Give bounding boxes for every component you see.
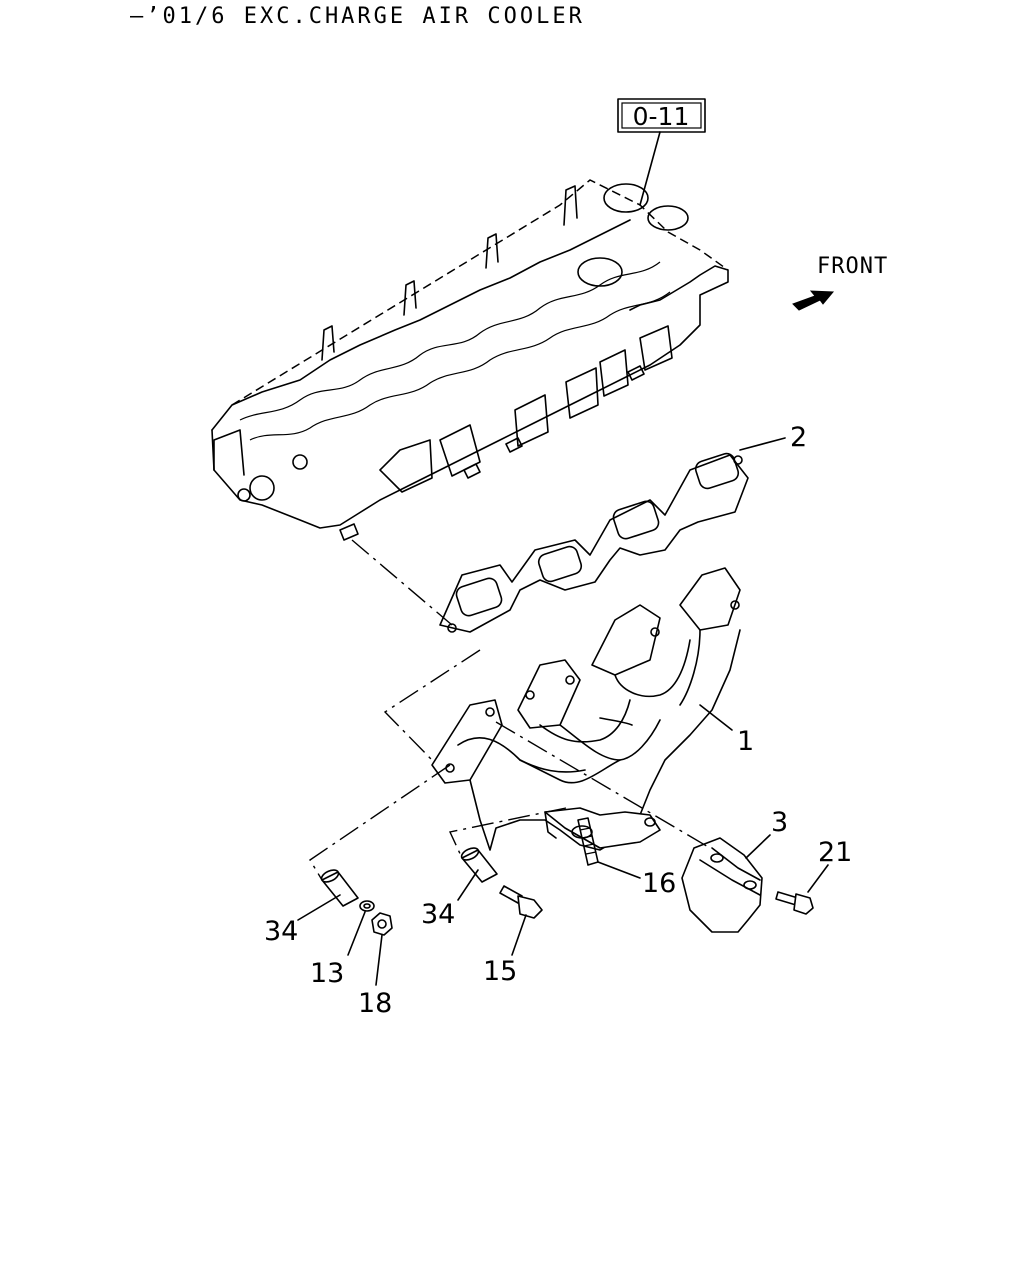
leader-lines (297, 437, 829, 986)
front-arrow-icon (792, 290, 835, 311)
reference-box-label: 0-11 (633, 102, 690, 131)
alignment-lines (309, 539, 711, 881)
callout-21: 21 (818, 837, 852, 868)
callout-34-left: 34 (264, 916, 298, 947)
front-label: FRONT (817, 254, 888, 279)
bolt-15 (499, 885, 543, 919)
bolt-21 (775, 891, 814, 915)
callout-34-right: 34 (421, 899, 455, 930)
sleeve-34-left (320, 869, 359, 907)
callout-15: 15 (483, 956, 517, 987)
callout-16: 16 (642, 868, 676, 899)
reference-box[interactable]: 0-11 (617, 98, 706, 133)
exhaust-gasket (439, 452, 749, 633)
sleeve-34-right (460, 847, 498, 883)
washer-13 (359, 900, 375, 912)
reference-leader (639, 131, 661, 206)
nut-18 (371, 912, 393, 936)
callout-3: 3 (771, 807, 788, 838)
exhaust-manifold (431, 567, 741, 851)
diagram-title: –’01/6 EXC.CHARGE AIR COOLER (130, 4, 585, 29)
callout-13: 13 (310, 958, 344, 989)
cylinder-head (211, 179, 729, 541)
callout-2: 2 (790, 422, 807, 453)
callout-1: 1 (737, 726, 754, 757)
bracket (681, 837, 763, 933)
callout-18: 18 (358, 988, 392, 1019)
